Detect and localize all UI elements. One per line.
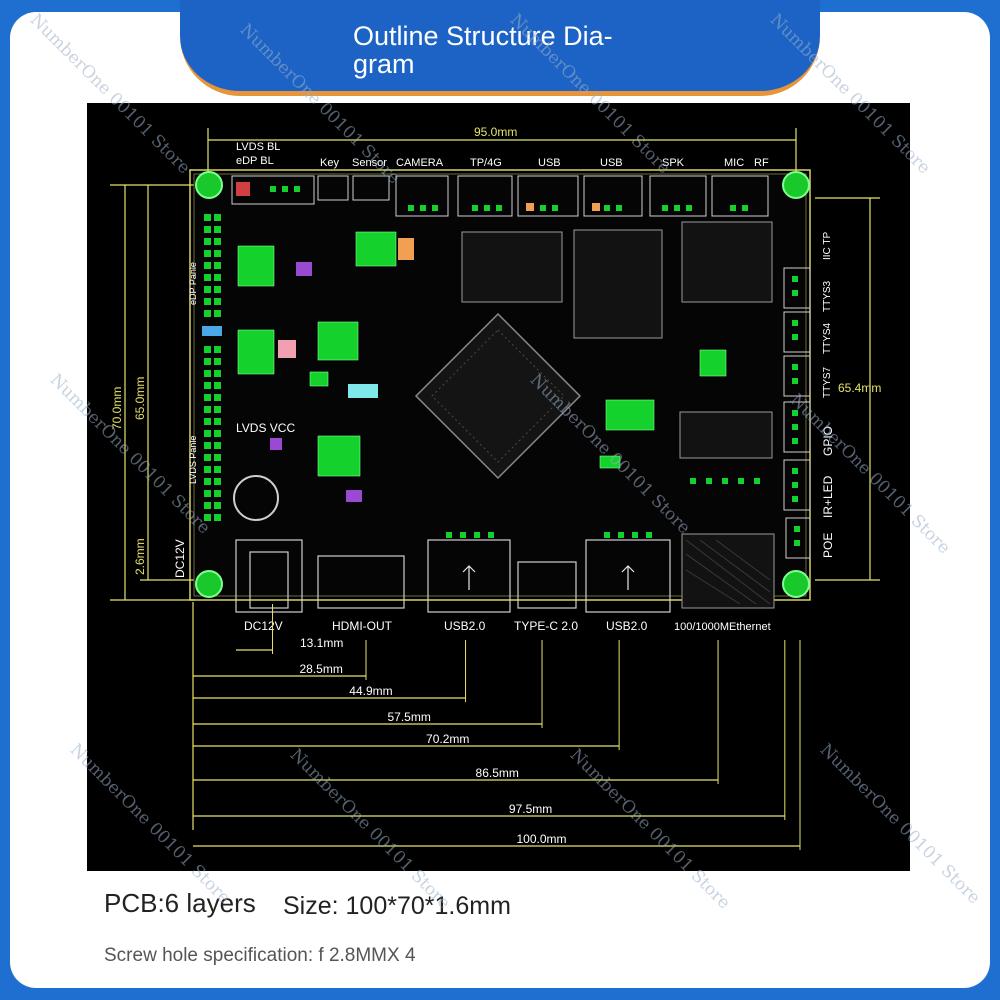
label-rf: RF [754,157,769,169]
label-camera: CAMERA [396,157,444,169]
right-connectors [783,267,811,559]
label-edp-bl: eDP BL [236,155,274,167]
label-edp-panle: eDP Panle [188,262,198,305]
dim-right: 65.4mm [838,381,881,395]
top-connector-pins [270,186,748,211]
label-dc12v: DC12V [244,619,283,633]
page-title: Outline Structure Dia- gram [353,22,673,78]
purple-components [270,262,362,502]
label-mic: MIC [724,157,744,169]
dimension-lines [110,128,880,830]
label-spk: SPK [662,157,685,169]
label-ttys4: TTYS4 [822,322,833,354]
left-pin-headers [204,214,221,521]
small-components [237,231,727,477]
label-usb-1: USB [538,157,561,169]
dimension-row-label: 86.5mm [476,766,519,780]
bottom-connectors [235,539,671,613]
dimension-row-label: 13.1mm [300,636,343,650]
right-pins [792,276,800,546]
label-lvds-vcc: LVDS VCC [236,421,295,435]
label-ir-led: IR+LED [821,475,835,518]
label-lvds-bl: LVDS BL [236,141,280,153]
label-gpio: GPIO [821,426,835,456]
orange-component [398,238,414,260]
bottom-pins [446,478,760,538]
right-labels: IIC TP TTYS3 TTYS4 TTYS7 GPIO IR+LED POE [821,232,835,558]
label-ethernet: 100/1000MEthernet [674,621,771,633]
label-dc12v-side: DC12V [173,539,187,578]
cyan-component [348,384,378,398]
label-sensor: Sensor [352,157,387,169]
label-typec: TYPE-C 2.0 [514,619,578,633]
dimension-row-label: 28.5mm [299,662,342,676]
spec-screw-hole: Screw hole specification: f 2.8MMX 4 [104,945,416,966]
label-lvds-panle: LVDS Panle [188,436,198,484]
diagram-area: LVDS BL eDP BL Key Sensor CAMERA TP/4G U… [87,103,910,871]
top-connectors [231,175,769,217]
left-labels: eDP Panle LVDS Panle LVDS VCC DC12V [173,262,295,578]
outline-diagram: LVDS BL eDP BL Key Sensor CAMERA TP/4G U… [110,125,881,850]
label-poe: POE [821,533,835,558]
label-key: Key [320,157,339,169]
dimension-row-label: 100.0mm [517,832,567,846]
dimension-row-label: 57.5mm [388,710,431,724]
coin-cell [233,475,279,521]
label-ttys3: TTYS3 [822,280,833,312]
dimension-row-label: 70.2mm [426,732,469,746]
label-usb20-2: USB2.0 [606,619,648,633]
title-line-1: Outline Structure Dia- [353,21,613,51]
soc-chip [414,312,582,480]
dimension-row-label: 44.9mm [349,684,392,698]
dim-left-65: 65.0mm [133,377,147,420]
dimension-row-label: 97.5mm [509,802,552,816]
title-line-2: gram [353,49,415,79]
label-usb-2: USB [600,157,623,169]
red-pad [236,182,250,196]
usb-symbols [462,565,635,590]
top-labels: LVDS BL eDP BL Key Sensor CAMERA TP/4G U… [236,141,769,169]
dim-left-2-6: 2.6mm [133,538,147,575]
label-usb20-1: USB2.0 [444,619,486,633]
title-banner [180,0,820,96]
dim-top: 95.0mm [474,125,517,139]
dim-left-70: 70.0mm [110,387,124,430]
chip-hatch [685,539,771,605]
pink-component [278,340,296,358]
spec-pcb-layers: PCB:6 layers [104,888,256,918]
dimension-labels: 95.0mm 70.0mm 65.0mm 2.6mm 65.4mm [110,125,881,575]
bottom-dimension-rows: 13.1mm 28.5mm 44.9mm 57.5mm 70.2mm 86.5mm 97.5… [193,604,801,850]
screw-holes [195,171,810,598]
orange-pad [592,203,600,211]
label-tp4g: TP/4G [470,157,502,169]
label-iic-tp: IIC TP [822,232,833,260]
blue-pad [202,326,222,336]
bottom-labels: DC12V HDMI-OUT USB2.0 TYPE-C 2.0 USB2.0 … [244,619,771,633]
label-hdmi-out: HDMI-OUT [332,619,393,633]
spec-size: Size: 100*70*1.6mm [283,892,511,920]
orange-pad [526,203,534,211]
label-ttys7: TTYS7 [822,366,833,398]
